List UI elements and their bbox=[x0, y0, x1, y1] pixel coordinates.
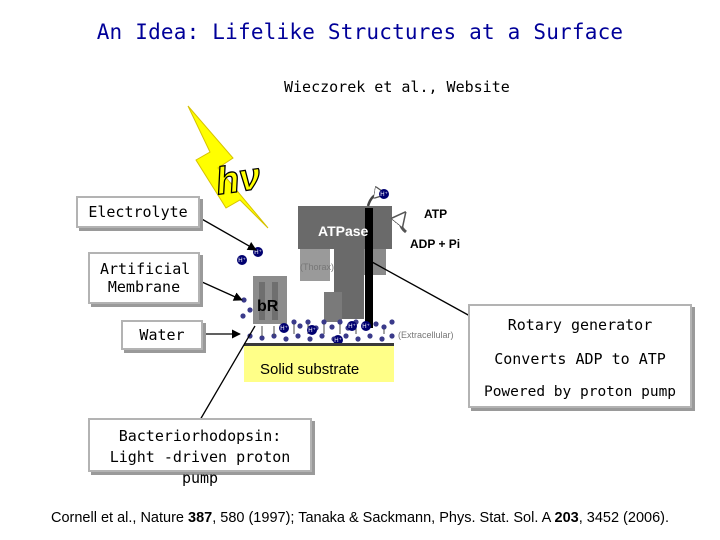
proton-label: H⁺ bbox=[238, 257, 246, 264]
rotary-line-3: Powered by proton pump bbox=[483, 384, 677, 400]
rotary-line-2: Converts ADP to ATP bbox=[494, 350, 666, 368]
proton-label: H⁺ bbox=[254, 249, 262, 256]
proton-label: H⁺ bbox=[380, 191, 388, 198]
lightning-bolt bbox=[187, 105, 269, 229]
atp-arrow bbox=[400, 214, 407, 234]
page-title: An Idea: Lifelike Structures at a Surfac… bbox=[96, 20, 624, 44]
solid-substrate bbox=[244, 344, 394, 382]
atpase-pointer-line bbox=[371, 261, 471, 317]
electrolyte-arrow bbox=[199, 217, 257, 251]
water-label: Water bbox=[121, 320, 203, 350]
citation-part-3: , 3452 (2006). bbox=[578, 510, 669, 526]
photon-symbol: hν bbox=[213, 156, 263, 204]
proton-label: H⁺ bbox=[348, 323, 356, 330]
proton-label: H⁺ bbox=[334, 337, 342, 344]
br-label: bR bbox=[257, 298, 279, 315]
proton-label: H⁺ bbox=[280, 325, 288, 332]
atpase-label: ATPase bbox=[318, 223, 369, 239]
proton-label: H⁺ bbox=[308, 327, 316, 334]
adp-pi-label: ADP + Pi bbox=[410, 237, 460, 251]
citation-part-1: Cornell et al., Nature bbox=[50, 510, 188, 526]
proton-label: H⁺ bbox=[362, 323, 370, 330]
atpase-protein bbox=[298, 206, 392, 328]
rotary-line-1: Rotary generator bbox=[507, 316, 653, 334]
citation: Cornell et al., Nature 387, 580 (1997); … bbox=[0, 510, 720, 526]
atp-label: ATP bbox=[424, 207, 447, 221]
citation-volume-2: 203 bbox=[554, 510, 579, 526]
membrane-label: Artificial Membrane bbox=[88, 252, 200, 304]
rotary-generator-box: Rotary generator Converts ADP to ATP Pow… bbox=[468, 304, 692, 408]
thorax-label: (Thorax) bbox=[300, 262, 334, 272]
citation-volume-1: 387 bbox=[188, 510, 213, 526]
membrane-arrow bbox=[201, 281, 243, 301]
protons: H⁺ H⁺ H⁺ H⁺ H⁺ H⁺ H⁺ H⁺ bbox=[237, 189, 389, 345]
page-subtitle: Wieczorek et al., Website bbox=[284, 78, 510, 96]
extracellular-label: (Extracellular) bbox=[398, 330, 454, 340]
bacteriorhodopsin-label: Bacteriorhodopsin: Light -driven proton … bbox=[88, 418, 312, 487]
citation-part-2: , 580 (1997); Tanaka & Sackmann, Phys. S… bbox=[212, 510, 555, 526]
br-protein bbox=[253, 276, 287, 324]
substrate-label: Solid substrate bbox=[260, 361, 359, 378]
electrolyte-label: Electrolyte bbox=[76, 196, 200, 228]
br-pointer-line bbox=[199, 325, 256, 421]
